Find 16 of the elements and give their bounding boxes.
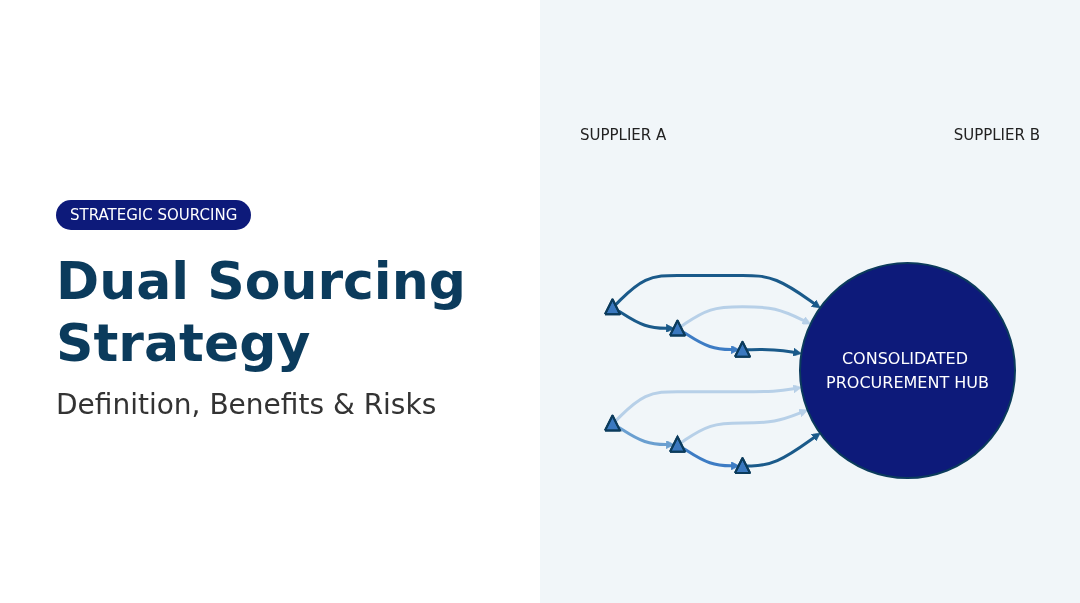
arrow <box>682 446 740 470</box>
arrow <box>617 309 675 333</box>
arrow <box>746 432 821 467</box>
arrow <box>614 273 821 308</box>
node-circle: CONSOLIDATED PROCUREMENT HUB <box>799 261 1016 479</box>
arrow <box>617 425 675 449</box>
arrow <box>614 383 802 422</box>
column-heading: SUPPLIER A <box>580 126 667 144</box>
column-heading: SUPPLIER B <box>953 126 1040 144</box>
arrow <box>680 304 812 328</box>
arrow <box>680 408 808 444</box>
category-badge: STRATEGIC SOURCING <box>56 200 252 230</box>
arrow <box>746 347 802 357</box>
subtitle: Definition, Benefits & Risks <box>56 388 437 421</box>
title: Dual Sourcing Strategy <box>56 250 467 375</box>
arrow <box>682 330 740 354</box>
